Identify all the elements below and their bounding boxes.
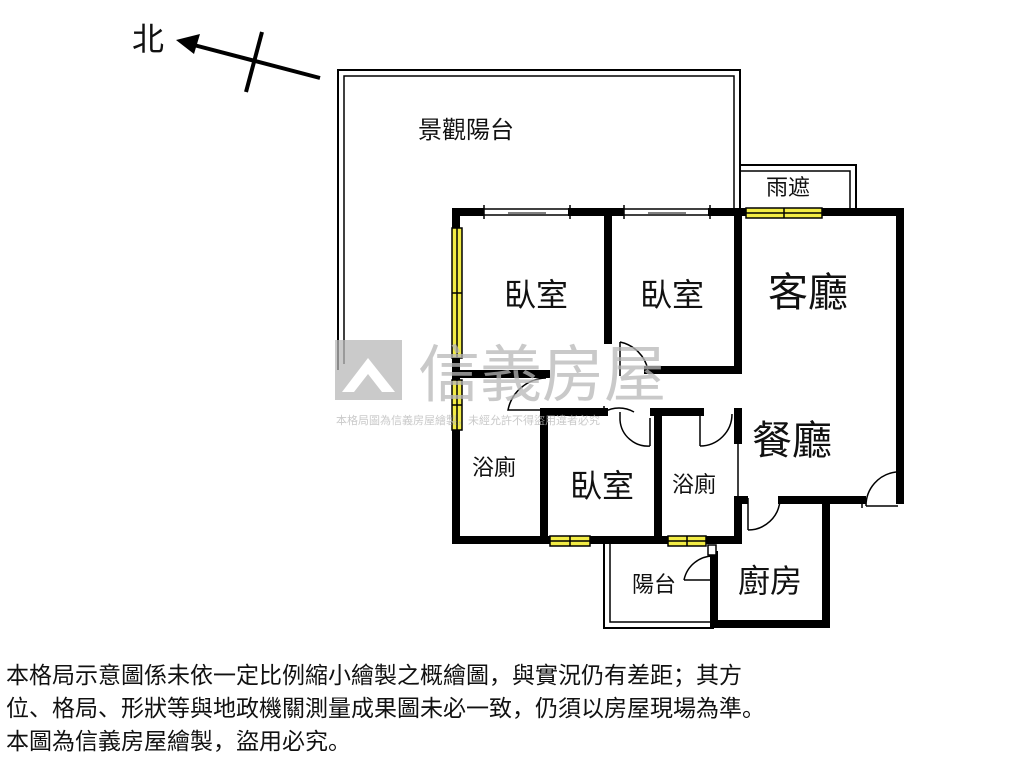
room-label-kitchen: 廚房 bbox=[738, 562, 802, 600]
scenic-balcony-outline bbox=[337, 69, 741, 370]
room-label-dining-room: 餐廳 bbox=[752, 418, 832, 464]
sliding-doors bbox=[483, 205, 711, 219]
watermark-notice: 本格局圖為信義房屋繪製，未經允許不得盜用違者必究 bbox=[336, 413, 600, 427]
disclaimer: 本格局示意圖係未依一定比例縮小繪製之概繪圖，與實況仍有差距；其方 位、格局、形狀… bbox=[6, 660, 1018, 759]
room-label-awning: 雨遮 bbox=[766, 176, 810, 201]
room-label-balcony: 陽台 bbox=[632, 573, 676, 598]
room-label-bathroom-2: 浴廁 bbox=[672, 473, 716, 498]
room-label-scenic-balcony: 景觀陽台 bbox=[418, 116, 514, 144]
balcony-outline bbox=[603, 543, 714, 629]
room-label-bedroom-3: 臥室 bbox=[570, 467, 634, 505]
compass-north-label: 北 bbox=[132, 20, 164, 58]
north-compass: 北 bbox=[132, 20, 321, 93]
compass-cross-bar bbox=[244, 31, 264, 93]
walls bbox=[452, 208, 904, 628]
awning-outline bbox=[740, 164, 857, 212]
disclaimer-line-3: 本圖為信義房屋繪製，盜用必究。 bbox=[6, 729, 351, 755]
room-label-living-room: 客廳 bbox=[768, 270, 848, 316]
compass-arrowhead-icon bbox=[176, 34, 200, 54]
room-label-bathroom-1: 浴廁 bbox=[472, 456, 516, 481]
watermark-brand: 信義房屋 bbox=[418, 338, 666, 411]
floor-plan: 北 bbox=[132, 20, 904, 629]
room-label-bedroom-1: 臥室 bbox=[504, 276, 568, 314]
door-swings bbox=[507, 341, 898, 581]
watermark-logo-icon bbox=[335, 340, 402, 400]
room-labels: 景觀陽台 雨遮 臥室 臥室 客廳 餐廳 浴廁 臥室 浴廁 陽台 廚房 bbox=[418, 116, 848, 600]
room-label-bedroom-2: 臥室 bbox=[640, 276, 704, 314]
watermark: 信義房屋 本格局圖為信義房屋繪製，未經允許不得盜用違者必究 bbox=[335, 338, 666, 427]
disclaimer-line-1: 本格局示意圖係未依一定比例縮小繪製之概繪圖，與實況仍有差距；其方 bbox=[6, 663, 742, 689]
windows bbox=[451, 207, 823, 547]
disclaimer-line-2: 位、格局、形狀等與地政機關測量成果圖未必一致，仍須以房屋現場為準。 bbox=[6, 696, 765, 722]
